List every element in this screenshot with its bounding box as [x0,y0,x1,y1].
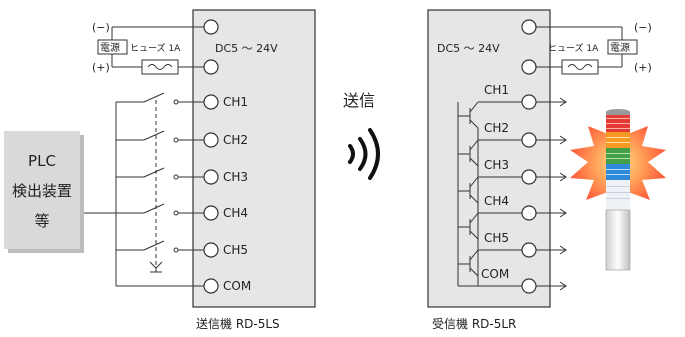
rx-minus-label: (−) [634,21,652,34]
transmitter-caption: 送信機 RD-5LS [196,316,280,331]
plc-label-1: PLC [28,152,56,170]
rx-transistor-outputs [457,97,567,291]
plc-label-3: 等 [34,212,49,230]
rx-terminal-com [521,278,537,294]
tx-fuse-box [141,59,179,75]
tx-label-ch2: CH2 [223,133,248,147]
tx-power-box [97,39,128,55]
tower-blue-segment [606,164,630,180]
tx-power-label: 電源 [100,41,120,54]
rx-terminal-ch2 [521,132,537,148]
tx-terminal-ch5 [203,242,219,258]
rx-label-ch3: CH3 [484,158,509,172]
rx-power-circuit [536,26,638,75]
tx-terminal-ch1 [203,94,219,110]
transmitter-device: DC5 ～ 24V CH1 CH2 CH3 CH4 CH5 COM 送信機 RD… [192,9,316,331]
rx-terminal-ch1 [521,94,537,110]
signal-tower-light [570,109,666,271]
tx-switch-ch1 [116,92,204,105]
rx-transistor-ch5 [458,245,567,286]
rx-plus-label: (+) [634,61,652,74]
rx-label-com: COM [481,267,509,281]
tx-switch-bank [84,92,204,287]
tx-label-ch3: CH3 [223,170,248,184]
tower-orange-segment [606,132,630,148]
tx-terminal-com [203,278,219,294]
tx-terminal-plus [203,59,219,75]
tx-label-ch4: CH4 [223,206,248,220]
plc-label-2: 検出装置 [12,182,72,200]
tx-label-ch1: CH1 [223,95,248,109]
signal-label: 送信 [343,91,375,110]
rx-label-ch4: CH4 [484,194,509,208]
tx-terminal-ch3 [203,169,219,185]
tx-switch-ch4 [116,203,204,216]
tower-pole [605,209,631,271]
tx-plus-label: (+) [92,61,110,74]
tx-switch-ch5 [116,240,204,253]
tower-white-segment [606,180,630,210]
rx-label-ch2: CH2 [484,121,509,135]
rx-terminal-ch4 [521,205,537,221]
tx-switch-ch3 [116,167,204,180]
rx-power-box [607,39,638,55]
tx-minus-label: (−) [92,21,110,34]
tx-terminal-minus [203,19,219,35]
rx-label-ch5: CH5 [484,231,509,245]
receiver-caption: 受信機 RD-5LR [432,316,516,331]
transmitter-body [192,9,316,308]
wireless-signal: 送信 [343,91,380,180]
rx-fuse-box [561,59,599,75]
rx-terminal-plus [521,59,537,75]
tower-green-segment [606,148,630,164]
rx-terminal-ch3 [521,169,537,185]
tx-power-circuit [97,26,204,75]
tx-fuse-label: ヒューズ 1A [130,42,181,54]
rx-label-ch1: CH1 [484,83,509,97]
tx-terminal-ch4 [203,205,219,221]
rx-power-label: 電源 [610,41,630,54]
receiver-voltage: DC5 ～ 24V [437,42,500,55]
signal-waves-icon [348,128,380,180]
plc-box: PLC 検出装置 等 [4,131,84,253]
rx-terminal-ch5 [521,242,537,258]
transmitter-voltage: DC5 ～ 24V [215,42,278,55]
receiver-device: DC5 ～ 24V CH1 CH2 CH3 CH4 CH5 COM 受信機 RD… [427,9,551,331]
tx-label-ch5: CH5 [223,243,248,257]
tx-terminal-ch2 [203,132,219,148]
tx-switch-ch2 [116,130,204,143]
rx-fuse-label: ヒューズ 1A [548,42,599,54]
rx-terminal-minus [521,19,537,35]
tx-label-com: COM [223,279,251,293]
